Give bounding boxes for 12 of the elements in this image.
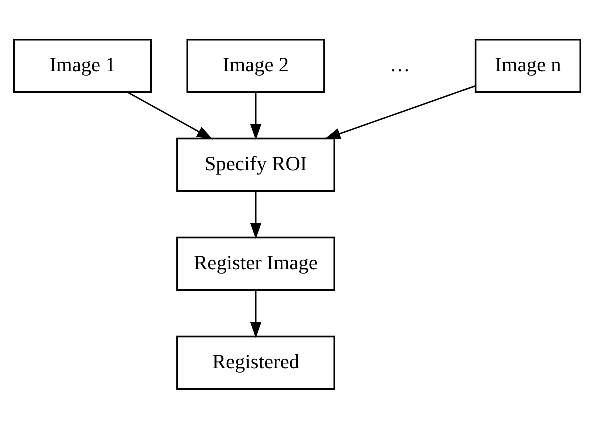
node-box: Image 1 <box>14 38 152 94</box>
arrow <box>250 290 262 338</box>
node-box: Image 2 <box>186 38 326 94</box>
node-box: Image n <box>474 38 582 94</box>
arrow <box>128 92 214 140</box>
arrow <box>250 192 262 240</box>
node-box: Register Image <box>176 236 336 292</box>
arrow <box>324 85 476 140</box>
arrow <box>250 92 262 140</box>
label: … <box>390 54 410 76</box>
node-box: Specify ROI <box>176 138 336 192</box>
node-box: Registered <box>176 336 336 390</box>
